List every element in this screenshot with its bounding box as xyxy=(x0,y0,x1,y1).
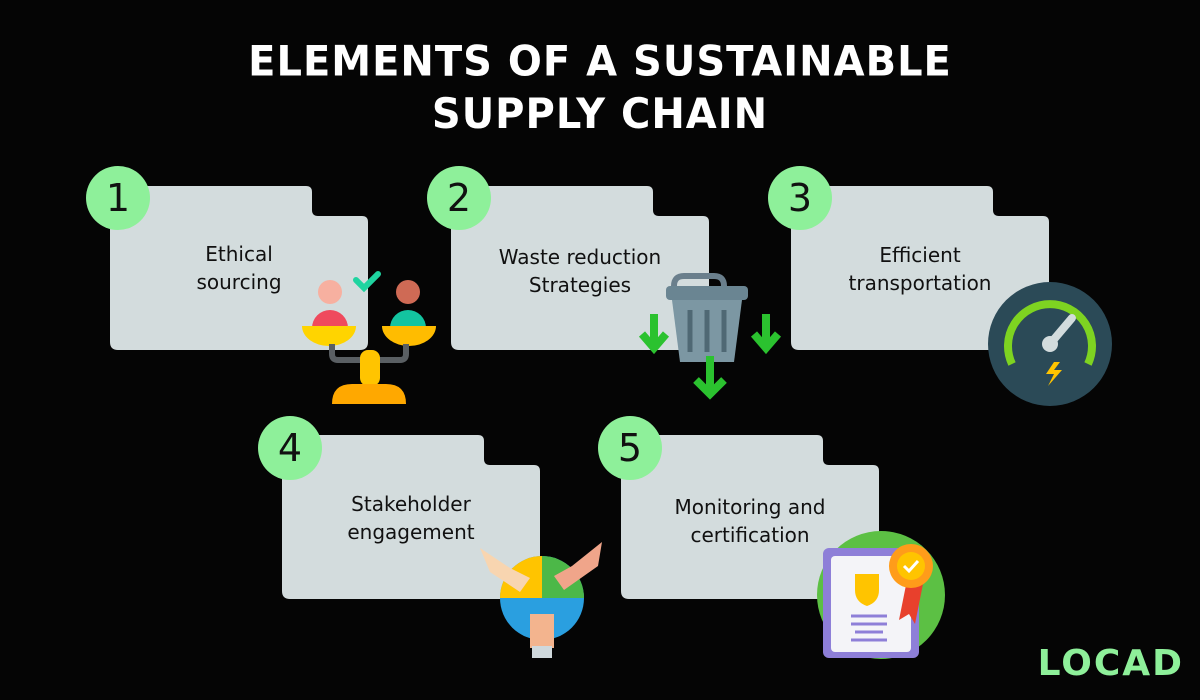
folder-shape xyxy=(791,186,1049,350)
folder-shape xyxy=(451,186,709,350)
folder-shape xyxy=(110,186,368,350)
folder-shape xyxy=(621,435,879,599)
folder-shape xyxy=(282,435,540,599)
balance-scale-people-icon xyxy=(302,271,436,404)
step-number-2: 2 xyxy=(427,166,491,230)
speedometer-icon xyxy=(988,282,1112,406)
step-number-4: 4 xyxy=(258,416,322,480)
step-number-1: 1 xyxy=(86,166,150,230)
page-title: ELEMENTS OF A SUSTAINABLE SUPPLY CHAIN xyxy=(248,37,952,139)
trash-can-arrows-icon xyxy=(638,273,782,400)
step-number-3: 3 xyxy=(768,166,832,230)
certificate-badge-icon xyxy=(817,531,945,659)
locad-logo: LOCAD xyxy=(1037,643,1184,684)
step-number-5: 5 xyxy=(598,416,662,480)
handshake-globe-icon xyxy=(480,542,602,658)
